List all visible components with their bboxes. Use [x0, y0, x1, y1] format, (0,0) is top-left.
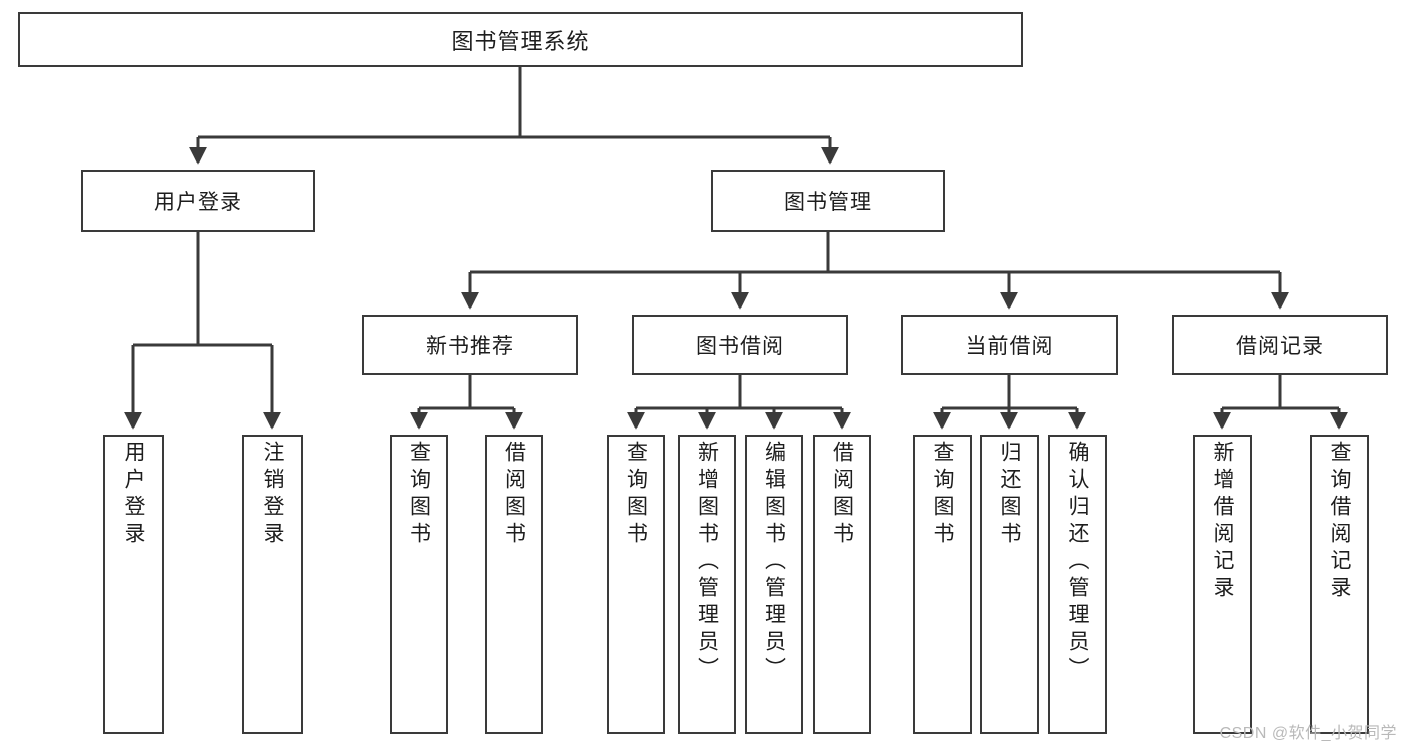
node-label: 用户登录: [122, 441, 145, 549]
leaf-node[interactable]: 查询借阅记录: [1310, 435, 1369, 734]
leaf-node[interactable]: 确认归还（管理员）: [1048, 435, 1107, 734]
node-label: 注销登录: [261, 441, 284, 549]
node-label: 新增图书（管理员）: [695, 441, 719, 684]
node-label: 图书管理系统: [451, 28, 590, 54]
node-book-management[interactable]: 图书管理: [711, 170, 945, 232]
node-root[interactable]: 图书管理系统: [18, 12, 1023, 67]
node-label: 查询图书: [624, 441, 648, 549]
node-label: 查询借阅记录: [1328, 441, 1351, 603]
node-label: 查询图书: [931, 441, 954, 549]
node-label: 新增借阅记录: [1211, 441, 1234, 603]
node-new-book-recommend[interactable]: 新书推荐: [362, 315, 578, 375]
leaf-node[interactable]: 编辑图书（管理员）: [745, 435, 803, 734]
node-label: 图书管理: [784, 191, 872, 214]
leaf-node[interactable]: 查询图书: [913, 435, 972, 734]
leaf-node[interactable]: 注销登录: [242, 435, 303, 734]
leaf-node[interactable]: 新增图书（管理员）: [678, 435, 736, 734]
leaf-node[interactable]: 借阅图书: [485, 435, 543, 734]
leaf-node[interactable]: 归还图书: [980, 435, 1039, 734]
node-label: 借阅图书: [502, 441, 526, 549]
node-label: 图书借阅: [696, 335, 784, 358]
leaf-node[interactable]: 查询图书: [607, 435, 665, 734]
watermark: CSDN @软件_小贺同学: [1219, 725, 1397, 742]
node-label: 借阅记录: [1236, 335, 1324, 358]
node-label: 新书推荐: [426, 335, 514, 358]
node-label: 确认归还（管理员）: [1066, 441, 1089, 684]
node-label: 当前借阅: [965, 335, 1054, 358]
node-borrow-record[interactable]: 借阅记录: [1172, 315, 1388, 375]
node-book-borrow[interactable]: 图书借阅: [632, 315, 848, 375]
node-label: 编辑图书（管理员）: [762, 441, 786, 684]
leaf-node[interactable]: 用户登录: [103, 435, 164, 734]
node-label: 借阅图书: [830, 441, 854, 549]
node-label: 查询图书: [407, 441, 431, 549]
leaf-node[interactable]: 查询图书: [390, 435, 448, 734]
node-label: 用户登录: [154, 191, 242, 214]
leaf-node[interactable]: 借阅图书: [813, 435, 871, 734]
node-label: 归还图书: [998, 441, 1021, 549]
node-user-login[interactable]: 用户登录: [81, 170, 315, 232]
leaf-node[interactable]: 新增借阅记录: [1193, 435, 1252, 734]
node-current-borrow[interactable]: 当前借阅: [901, 315, 1118, 375]
